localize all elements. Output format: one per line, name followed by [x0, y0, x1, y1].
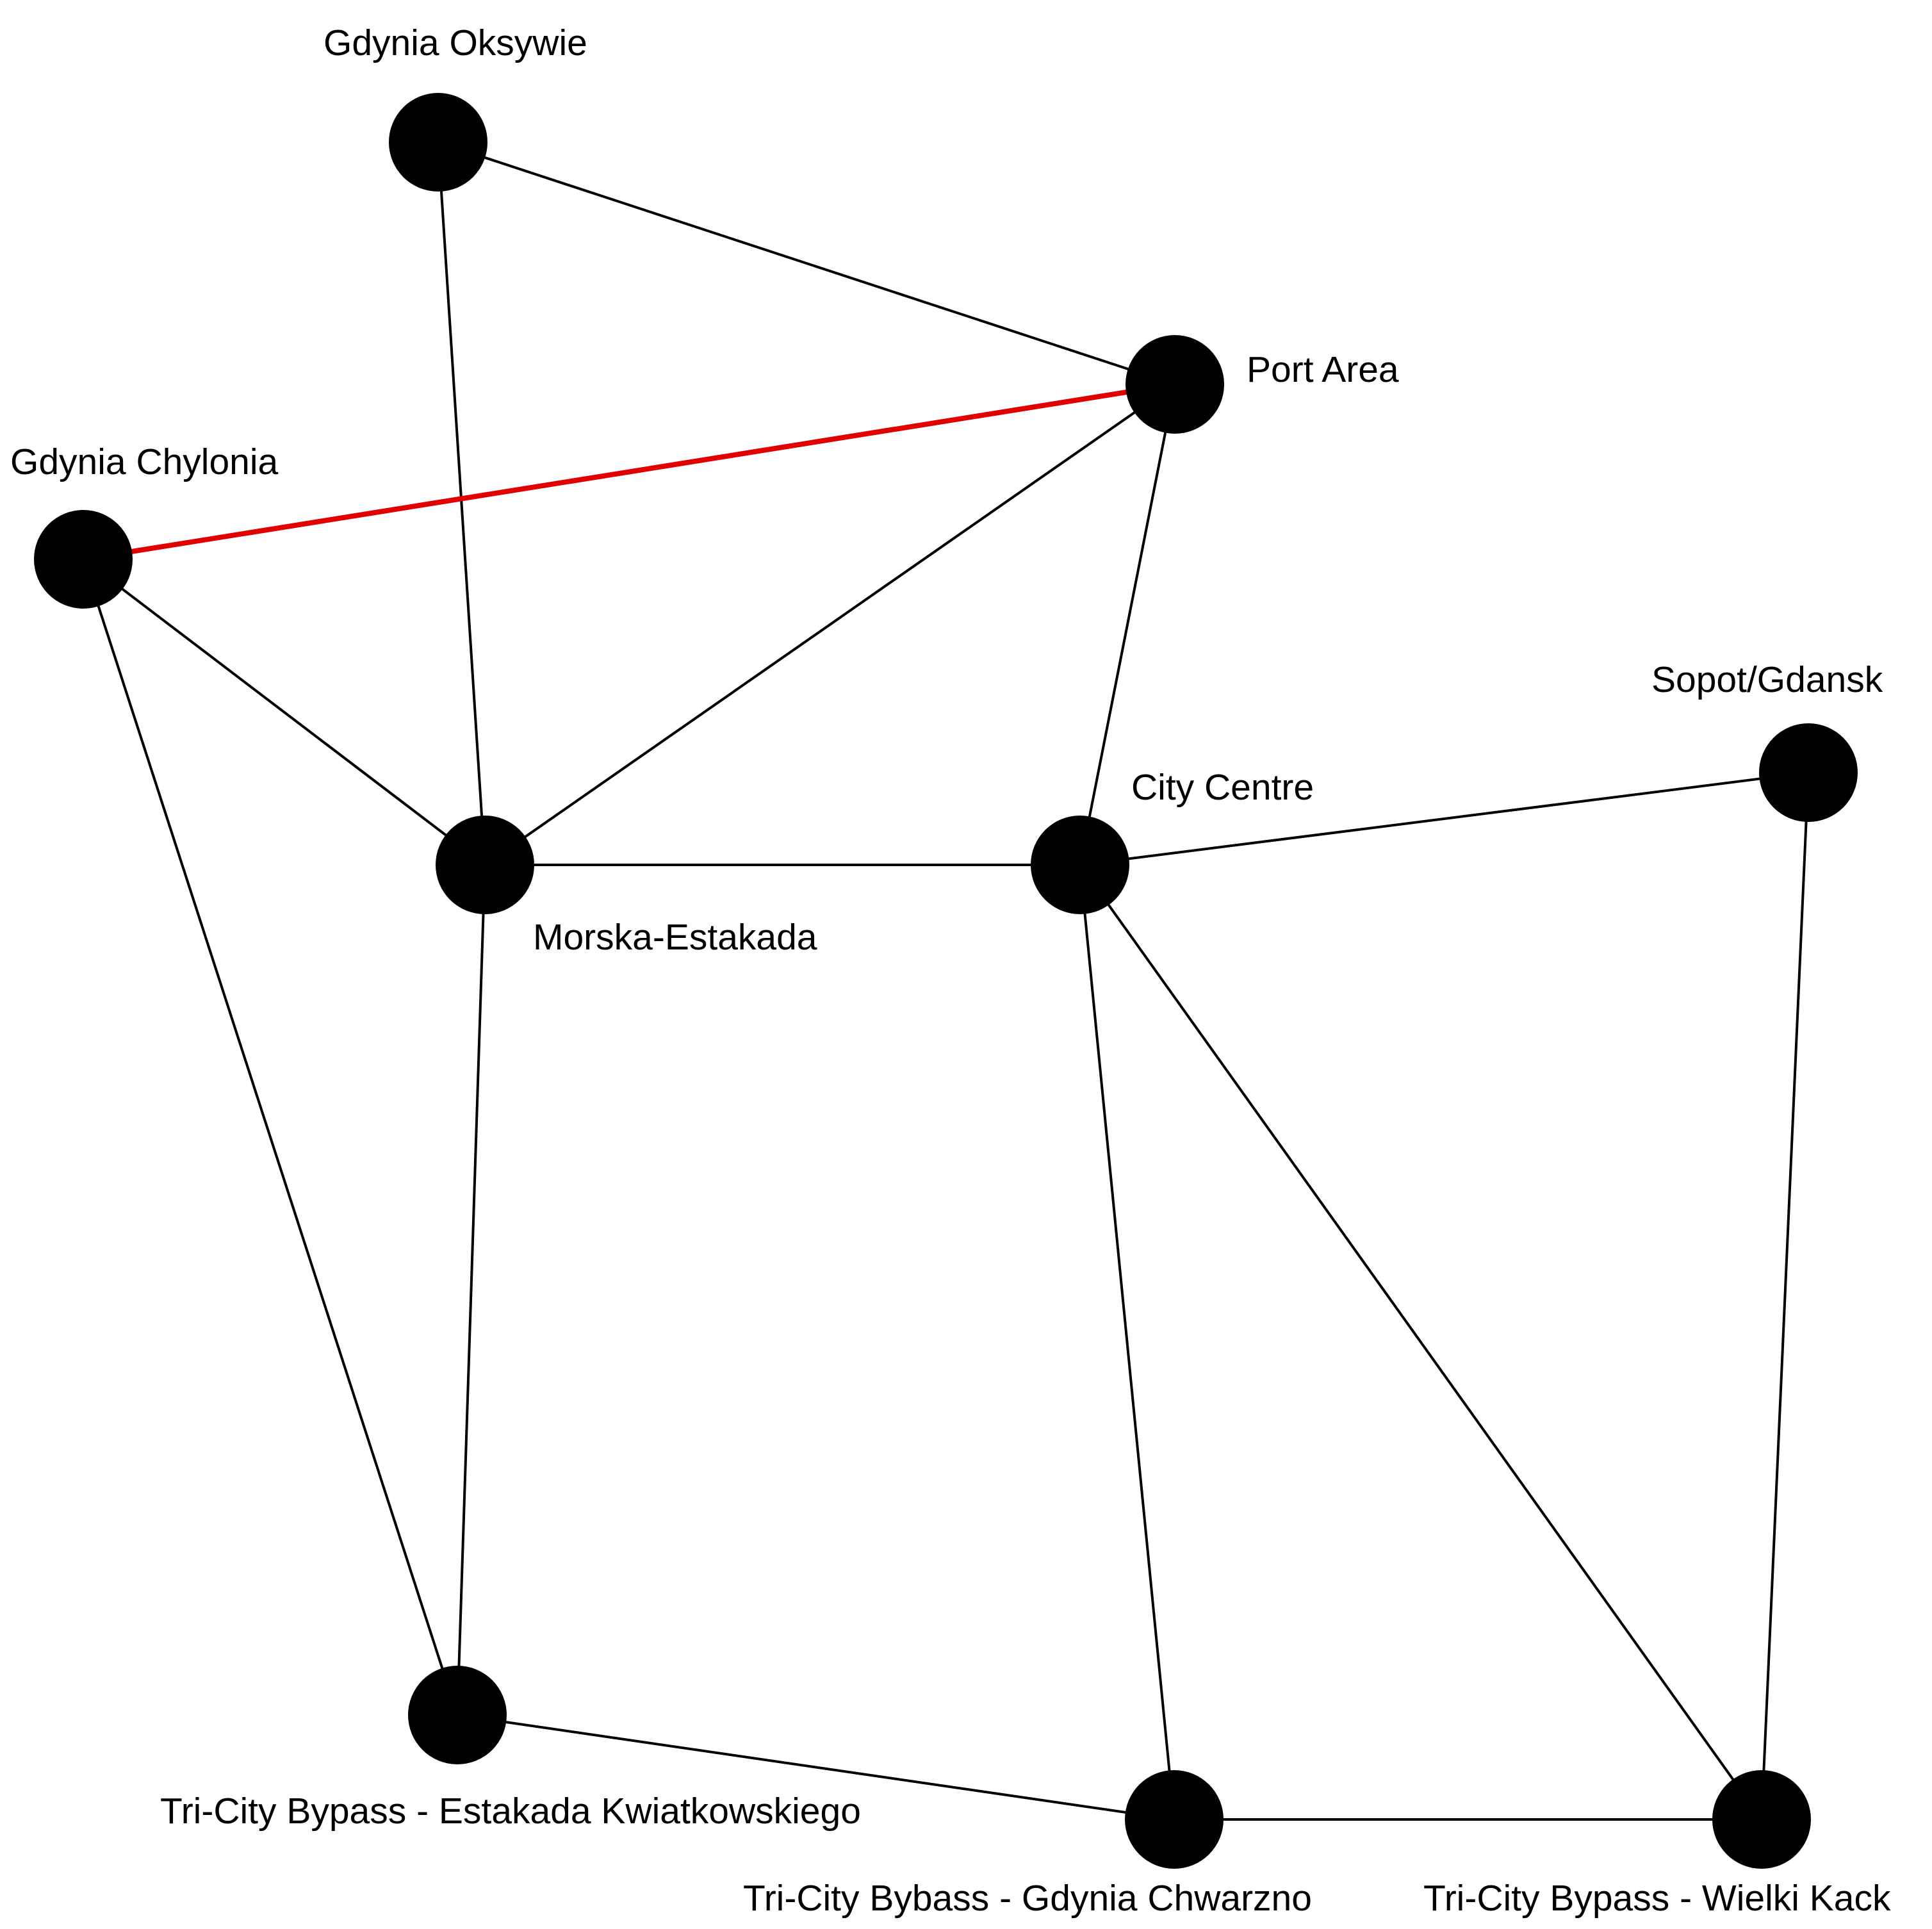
node-label-chwarzno: Tri-City Bybass - Gdynia Chwarzno [743, 1878, 1312, 1919]
node-label-sopot: Sopot/Gdansk [1651, 659, 1883, 700]
edge-port-centre [1079, 384, 1176, 866]
node-label-morska: Morska-Estakada [533, 917, 817, 958]
node-centre [1031, 816, 1129, 914]
edge-centre-wielki [1079, 864, 1763, 1821]
edge-chylonia-kwiatkowskiego [82, 559, 459, 1716]
node-label-chylonia: Gdynia Chylonia [10, 441, 279, 482]
node-chylonia [34, 510, 133, 609]
node-label-kwiatkowskiego: Tri-City Bypass - Estakada Kwiatkowskieg… [160, 1791, 861, 1832]
edges-layer [82, 141, 1810, 1821]
node-label-centre: City Centre [1131, 767, 1314, 808]
edge-sopot-wielki [1760, 772, 1810, 1820]
node-oksywie [389, 93, 487, 192]
node-sopot [1759, 723, 1858, 822]
edge-oksywie-morska [437, 142, 486, 866]
highlighted-edge-chylonia-port [83, 382, 1175, 562]
node-label-port: Port Area [1247, 349, 1399, 390]
edge-chylonia-morska [82, 558, 486, 866]
node-label-oksywie: Gdynia Oksywie [323, 22, 587, 63]
edge-morska-kwiatkowskiego [456, 864, 486, 1716]
node-kwiatkowskiego [408, 1666, 507, 1764]
node-port [1126, 335, 1224, 434]
edge-morska-port [484, 383, 1176, 866]
edge-kwiatkowskiego-chwarzno [457, 1714, 1175, 1821]
node-wielki [1712, 1770, 1811, 1869]
edge-centre-sopot [1079, 771, 1809, 866]
node-label-wielki: Tri-City Bypass - Wielki Kack [1423, 1878, 1891, 1919]
nodes-layer [34, 93, 1858, 1869]
edge-oksywie-port [438, 141, 1175, 386]
node-morska [436, 816, 534, 914]
edge-centre-chwarzno [1079, 864, 1175, 1820]
node-chwarzno [1125, 1770, 1224, 1869]
